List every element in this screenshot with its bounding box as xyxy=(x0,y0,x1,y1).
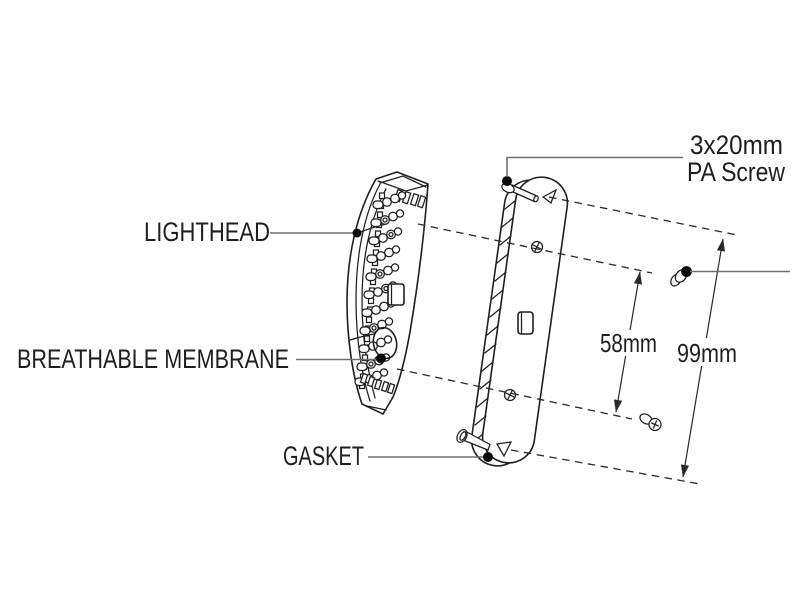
gasket-bottom-notch xyxy=(495,441,513,458)
lighthead-rim-line-2 xyxy=(361,188,387,399)
gasket-part xyxy=(470,176,569,467)
dimension-58mm-label: 58mm xyxy=(600,328,657,358)
lighthead-bottom-cap xyxy=(366,405,387,411)
gasket-label: GASKET xyxy=(283,441,364,471)
screw-bottom-right xyxy=(639,413,662,432)
dashed-line-top-notch xyxy=(548,196,738,236)
lighthead-bottom-fins xyxy=(359,372,396,395)
screw-bottom-left xyxy=(456,429,491,451)
membrane-leader-dot xyxy=(376,353,386,364)
dashed-line-bottom-hole xyxy=(396,368,633,420)
gasket-leader-dot xyxy=(483,452,493,462)
dimension-99mm-label: 99mm xyxy=(677,338,737,368)
breathable-membrane-part xyxy=(372,326,398,360)
leader-lines xyxy=(270,156,790,458)
pa-screw-leader xyxy=(506,156,683,177)
pa-screw-label-line1: 3x20mm xyxy=(690,130,783,160)
screw-right xyxy=(670,266,692,287)
pa-screw-label-line2: PA Screw xyxy=(687,157,785,187)
lighthead-top-edge xyxy=(377,180,429,192)
gasket-center-slot xyxy=(517,311,534,335)
lighthead-label: LIGHTHEAD xyxy=(144,217,270,247)
lighthead-leader-dot xyxy=(352,228,362,238)
lighthead-seam-bottom xyxy=(349,333,375,341)
lighthead-connector xyxy=(387,283,405,306)
breathable-membrane-label: BREATHABLE MEMBRANE xyxy=(17,344,289,374)
dim-99-text-mask xyxy=(672,338,740,366)
dashed-line-bottom-notch xyxy=(510,449,701,485)
lighthead-top-bevel xyxy=(379,175,427,188)
dim-58-text-mask xyxy=(596,330,660,356)
screw-top xyxy=(501,176,539,203)
gasket-bottom-screw-hole xyxy=(503,388,517,402)
dashed-line-top-hole xyxy=(417,223,653,274)
lighthead-part xyxy=(346,171,429,415)
alignment-dashed-lines xyxy=(396,196,738,485)
gasket-top-screw-hole xyxy=(530,240,544,254)
